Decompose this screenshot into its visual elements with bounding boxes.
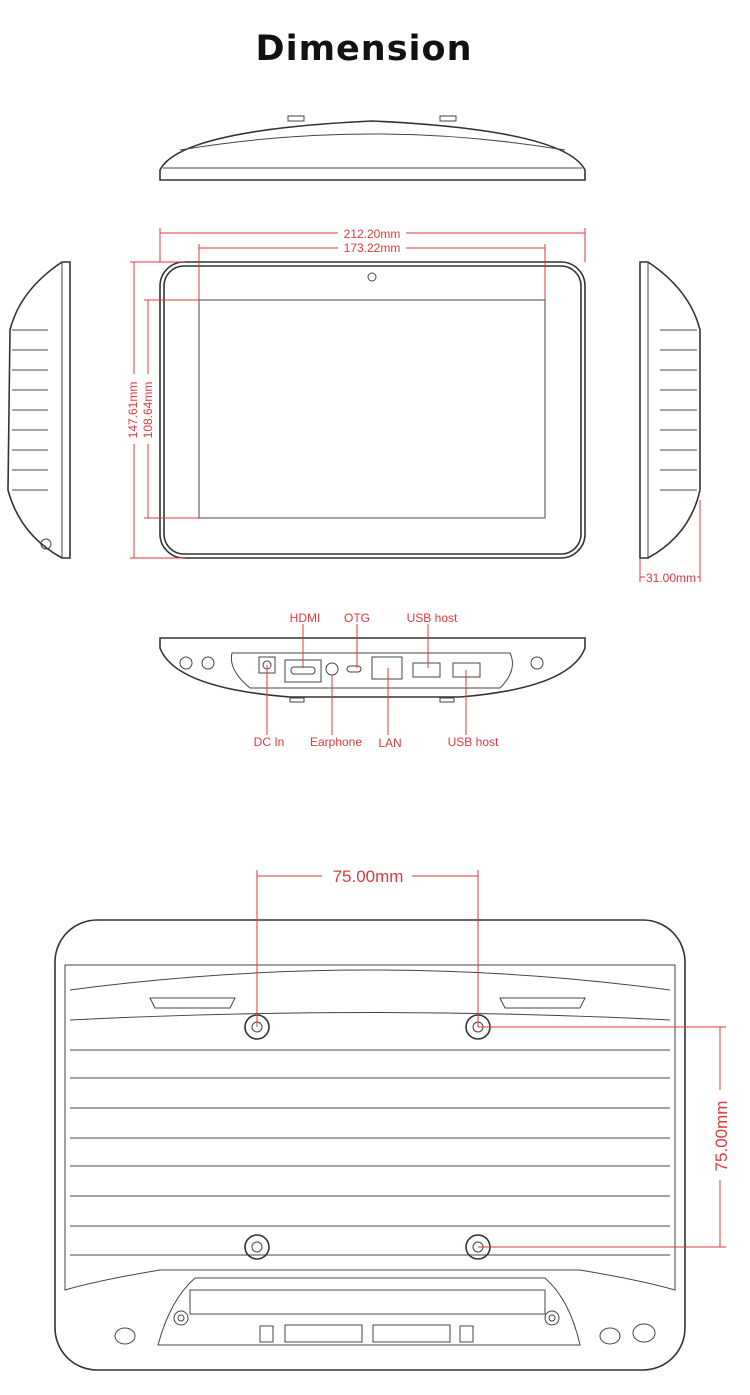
- top-view: [159, 115, 586, 181]
- depth-label: 31.00mm: [646, 571, 696, 585]
- page-title: Dimension: [256, 29, 473, 69]
- height-outer-label: 147.61mm: [126, 382, 140, 439]
- width-screen-label: 173.22mm: [344, 241, 401, 255]
- earphone-port: [325, 662, 339, 676]
- otg-port: [346, 665, 362, 673]
- camera-icon: [367, 272, 377, 282]
- depth-dimension: 31.00mm: [639, 500, 701, 585]
- back-view: [54, 919, 686, 1371]
- label-dc-in: DC In: [254, 735, 285, 749]
- left-side-view: [7, 261, 71, 559]
- port-view: [159, 637, 586, 703]
- width-outer-label: 212.20mm: [344, 227, 401, 241]
- label-otg: OTG: [344, 611, 370, 625]
- vesa-horizontal-label: 75.00mm: [333, 867, 404, 886]
- right-side-view: [639, 261, 701, 559]
- vesa-hole: [244, 1234, 270, 1260]
- front-dimensions: 212.20mm 173.22mm 147.61mm 108.64mm: [126, 226, 586, 559]
- label-lan: LAN: [378, 736, 401, 750]
- vesa-vertical-label: 75.00mm: [712, 1101, 731, 1172]
- label-usb-host-bottom: USB host: [448, 735, 499, 749]
- usb-host-port-1: [412, 662, 441, 678]
- label-earphone: Earphone: [310, 735, 362, 749]
- vesa-dimensions: 75.00mm 75.00mm: [256, 866, 732, 1248]
- front-view: [159, 261, 586, 559]
- port-labels: HDMI OTG USB host DC In Earphone LAN USB…: [254, 611, 499, 750]
- height-screen-label: 108.64mm: [141, 382, 155, 439]
- lan-port: [371, 656, 403, 680]
- label-usb-host-top: USB host: [407, 611, 458, 625]
- label-hdmi: HDMI: [290, 611, 321, 625]
